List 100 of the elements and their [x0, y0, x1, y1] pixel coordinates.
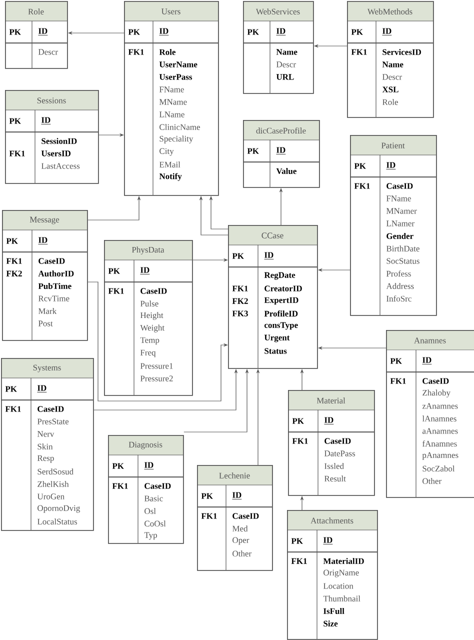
key-label: PK: [232, 253, 244, 259]
field-name: ID: [38, 237, 48, 244]
field-name: Urgent: [264, 334, 290, 342]
field-name: DatePass: [324, 450, 356, 456]
field-name: Pressure2: [140, 376, 173, 382]
key-label: PK: [292, 418, 304, 424]
field-name: FName: [386, 196, 411, 202]
key-label: FK1: [291, 558, 307, 564]
field-name: CaseID: [422, 378, 449, 384]
field-name: ID: [232, 492, 242, 500]
key-label: FK1: [292, 438, 308, 444]
key-label: PK: [354, 163, 366, 169]
field-name: SessionID: [42, 138, 77, 144]
field-name: AuthorID: [38, 270, 74, 276]
field-name: ID: [264, 252, 274, 260]
field-name: ID: [386, 162, 396, 170]
field-name: Name: [382, 62, 404, 68]
table-title: WebServices: [256, 8, 300, 14]
entity-table: [242, 1, 314, 94]
key-label: FK1: [232, 286, 248, 292]
field-name: Freq: [140, 350, 156, 358]
field-name: Thumbnail: [323, 596, 360, 602]
table-title: Diagnosis: [128, 442, 162, 450]
field-name: UserPass: [159, 74, 192, 80]
field-name: ID: [323, 537, 333, 544]
entity-table: [4, 90, 99, 184]
field-name: Skin: [38, 444, 53, 450]
key-label: FK1: [351, 49, 367, 55]
field-name: City: [160, 148, 174, 156]
field-name: OpornoDvig: [38, 505, 80, 513]
field-name: UroGen: [37, 494, 64, 500]
field-name: consType: [264, 322, 298, 330]
field-name: lAnamnes: [422, 416, 456, 422]
key-label: FK1: [108, 288, 124, 294]
field-name: Osl: [144, 508, 156, 514]
field-name: ProfileID: [264, 310, 298, 317]
field-name: Typ: [144, 532, 157, 540]
key-label: FK1: [9, 150, 25, 156]
field-name: Speciality: [160, 136, 194, 144]
field-name: CreatorID: [264, 286, 302, 292]
key-label: PK: [112, 463, 124, 469]
field-name: zAnamnes: [422, 403, 458, 409]
field-name: Basic: [144, 496, 163, 502]
key-label: PK: [247, 29, 259, 35]
table-title: CCase: [262, 232, 284, 238]
field-name: CoOsl: [144, 520, 166, 526]
field-name: Location: [323, 583, 354, 589]
entity-table: [196, 465, 273, 571]
key-label: PK: [291, 538, 303, 544]
field-name: RcvTime: [38, 296, 70, 302]
key-label: PK: [5, 386, 17, 392]
key-label: FK1: [390, 378, 406, 384]
field-name: ClinicName: [160, 124, 200, 130]
field-name: LNamer: [386, 220, 414, 226]
field-name: CaseID: [232, 513, 259, 519]
table-title: Anamnes: [414, 338, 446, 344]
field-name: LocalStatus: [37, 518, 78, 524]
field-name: IsFull: [323, 608, 344, 614]
field-name: Temp: [140, 337, 160, 345]
field-name: Pressure1: [140, 363, 173, 369]
table-title: Material: [316, 398, 346, 404]
field-name: Descr: [38, 49, 58, 55]
field-name: PresState: [37, 418, 69, 424]
field-name: SerdSosud: [38, 468, 74, 474]
field-name: ZhelKish: [38, 481, 69, 487]
key-label: FK3: [232, 310, 248, 316]
field-name: LastAccess: [41, 163, 80, 169]
field-name: ID: [324, 417, 334, 424]
field-name: XSL: [382, 86, 398, 92]
field-name: Post: [38, 320, 53, 326]
field-name: ServicesID: [382, 49, 421, 55]
field-name: CaseID: [38, 406, 64, 412]
field-name: ID: [422, 357, 432, 364]
field-name: Mark: [38, 308, 57, 314]
field-name: Gender: [386, 233, 414, 239]
entity-table: [124, 1, 219, 196]
entity-table: [4, 1, 68, 69]
field-name: Role: [159, 49, 176, 55]
key-label: PK: [9, 29, 21, 35]
field-name: FName: [159, 86, 184, 92]
field-name: Profess: [386, 270, 411, 277]
field-name: LName: [159, 112, 184, 118]
entity-table: [108, 435, 184, 544]
entity-table: [386, 330, 474, 498]
field-name: CaseID: [38, 258, 65, 264]
key-label: PK: [6, 238, 18, 244]
table-title: Role: [28, 8, 44, 14]
field-name: Weight: [140, 324, 164, 332]
table-title: Lechenie: [219, 472, 250, 478]
field-name: Name: [276, 49, 298, 55]
field-name: MName: [159, 99, 187, 105]
entity-table: [346, 1, 434, 118]
field-name: ID: [41, 117, 51, 124]
key-label: PK: [9, 118, 21, 124]
field-name: ID: [38, 28, 48, 36]
table-title: WebMethods: [367, 8, 412, 14]
key-label: FK1: [128, 49, 144, 55]
field-name: MaterialID: [323, 558, 364, 564]
key-label: FK2: [6, 270, 22, 276]
key-label: FK1: [201, 513, 217, 519]
